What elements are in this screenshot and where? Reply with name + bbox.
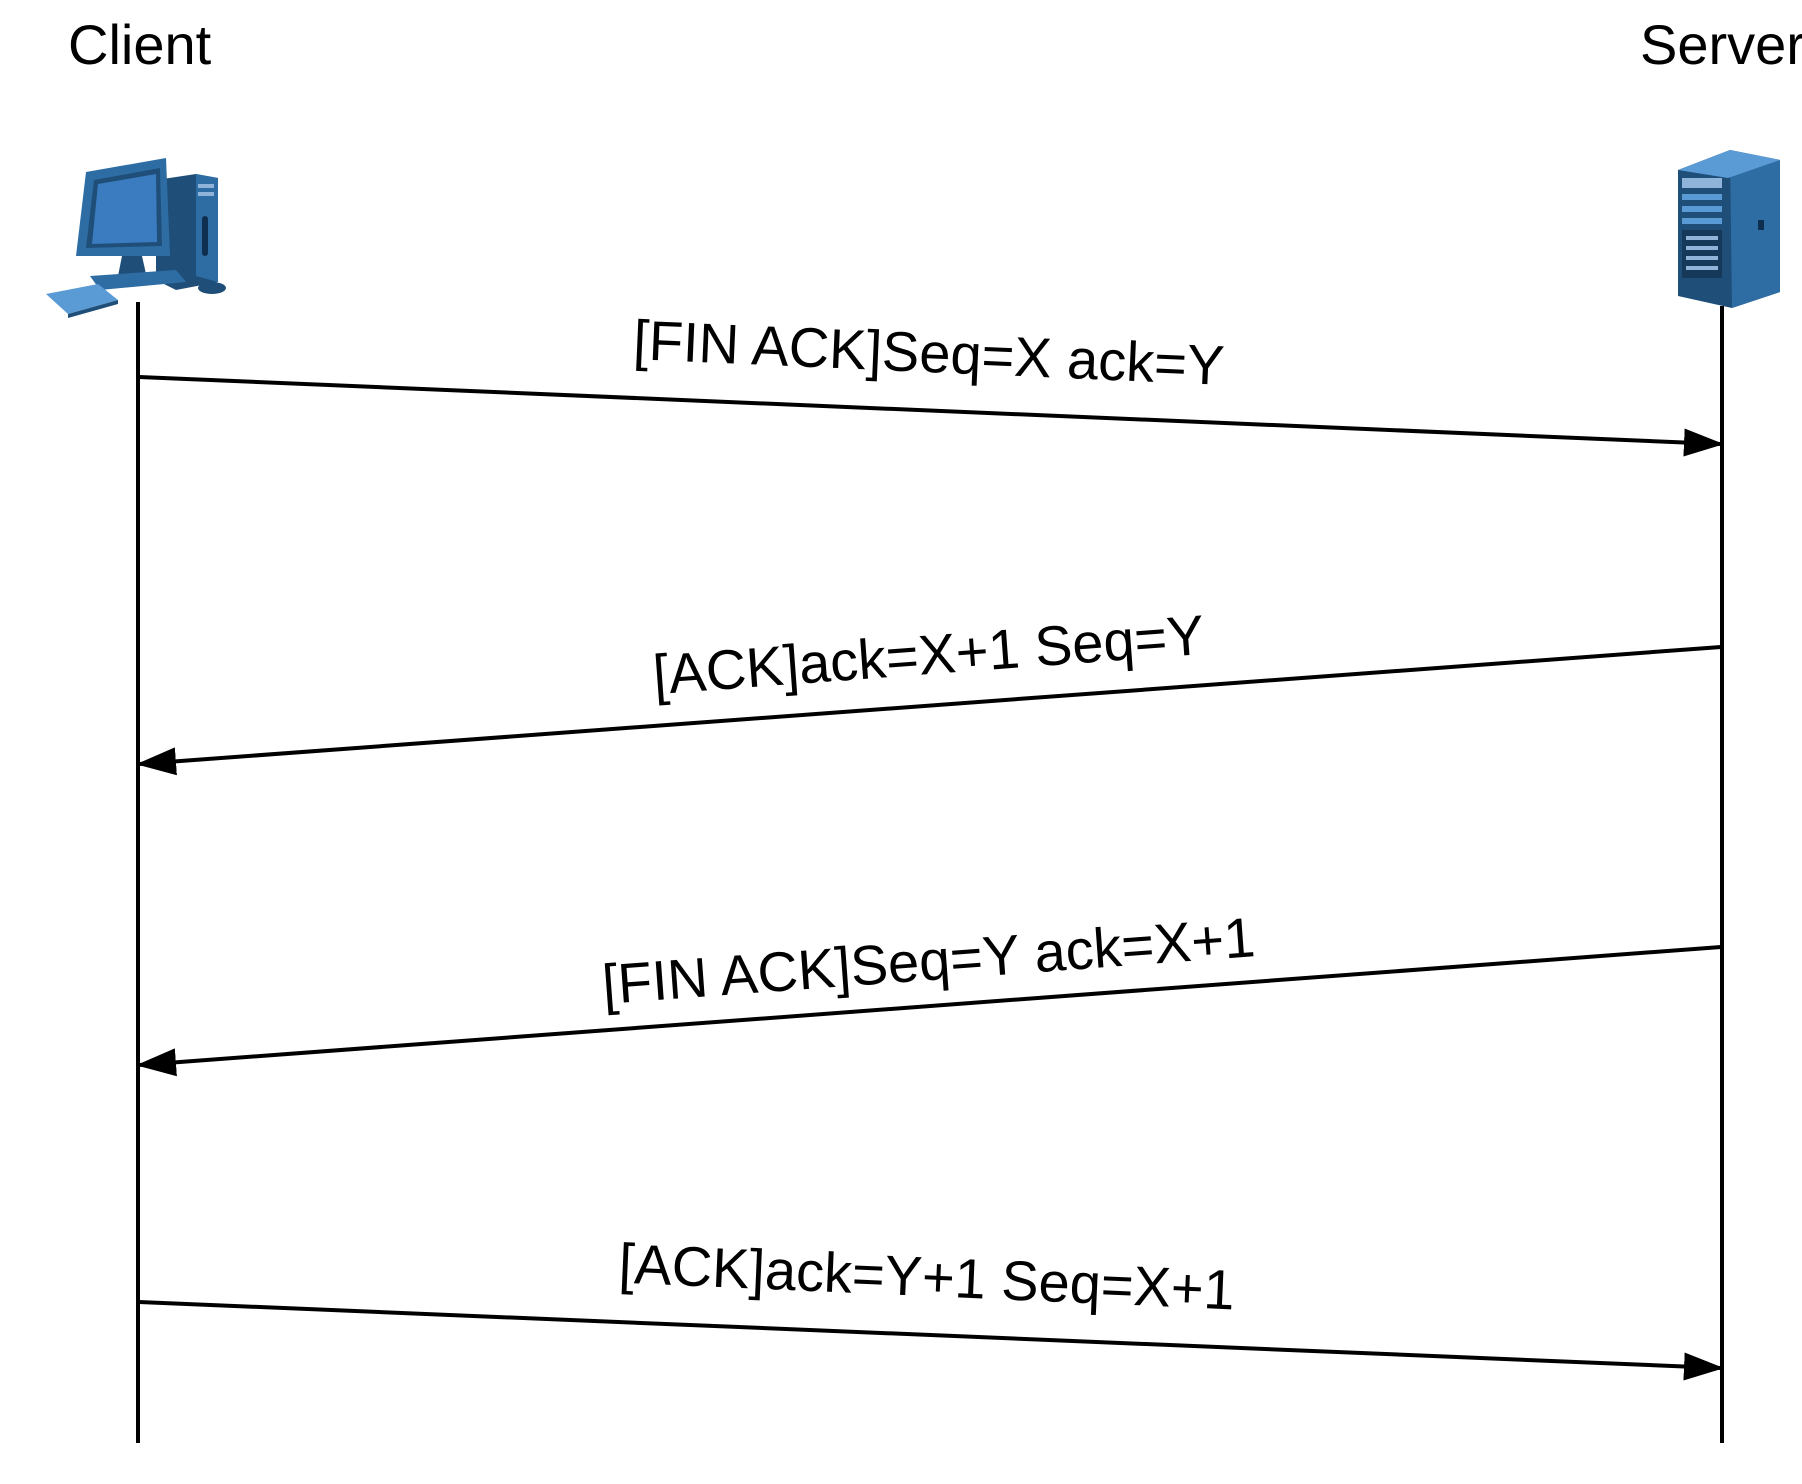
message-ack-2: [ACK]ack=Y+1 Seq=X+1 (138, 1232, 1724, 1381)
desktop-computer-icon (46, 158, 226, 318)
message-arrow (136, 945, 1722, 1077)
message-fin-ack-2: [FIN ACK]Seq=Y ack=X+1 (136, 905, 1722, 1077)
message-ack-1: [ACK]ack=X+1 Seq=Y (136, 603, 1722, 776)
message-label: [ACK]ack=Y+1 Seq=X+1 (618, 1232, 1237, 1322)
message-fin-ack-1: [FIN ACK]Seq=X ack=Y (138, 308, 1724, 457)
message-label: [FIN ACK]Seq=X ack=Y (632, 308, 1226, 397)
tower-server-icon (1678, 150, 1780, 308)
server-label: Server (1640, 13, 1802, 76)
client-label: Client (68, 13, 212, 76)
message-arrow (136, 645, 1722, 776)
message-arrow (138, 375, 1724, 457)
message-label: [FIN ACK]Seq=Y ack=X+1 (600, 905, 1257, 1016)
message-arrow (138, 1300, 1724, 1381)
